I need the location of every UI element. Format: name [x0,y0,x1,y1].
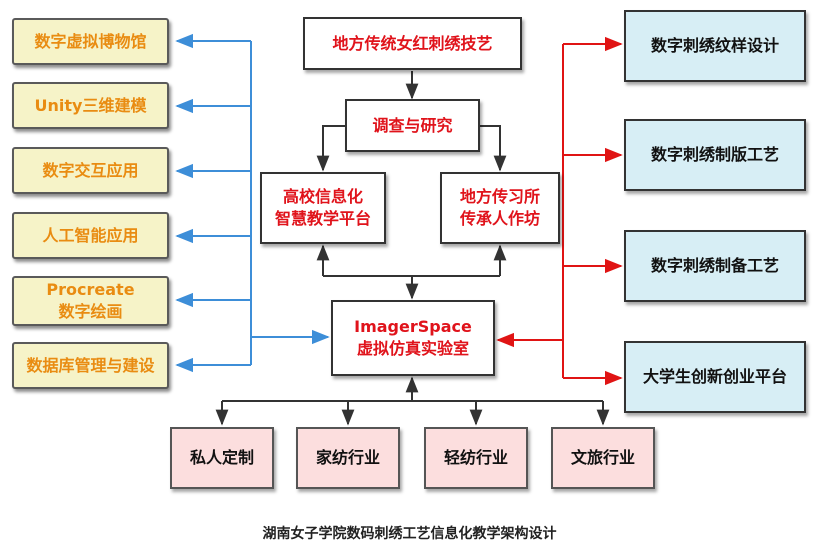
left-item-unity-modeling: Unity三维建模 [12,82,169,129]
virtual-lab-box: ImagerSpace 虚拟仿真实验室 [331,300,495,376]
left-item-database: 数据库管理与建设 [12,342,169,389]
workshop-box: 地方传习所 传承人作坊 [440,172,560,244]
top-title-box: 地方传统女红刺绣技艺 [303,17,522,70]
blue-bus [175,33,330,373]
red-bus [496,36,623,386]
right-item-pattern-design: 数字刺绣纹样设计 [624,10,806,82]
right-item-innovation-platform: 大学生创新创业平台 [624,341,806,413]
research-box: 调查与研究 [345,99,480,152]
left-item-ai-application: 人工智能应用 [12,212,169,259]
left-item-digital-museum: 数字虚拟博物馆 [12,18,169,65]
left-item-procreate: Procreate 数字绘画 [12,276,169,326]
bottom-item-home-textile: 家纺行业 [296,427,400,489]
right-item-preparation: 数字刺绣制备工艺 [624,230,806,302]
platform-box: 高校信息化 智慧教学平台 [260,172,386,244]
bottom-item-light-textile: 轻纺行业 [424,427,528,489]
left-item-digital-interaction: 数字交互应用 [12,147,169,194]
dark-connectors [215,71,610,426]
bottom-item-custom: 私人定制 [170,427,274,489]
diagram-caption: 湖南女子学院数码刺绣工艺信息化教学架构设计 [262,526,557,542]
right-item-plate-making: 数字刺绣制版工艺 [624,119,806,191]
bottom-item-culture-tourism: 文旅行业 [551,427,655,489]
